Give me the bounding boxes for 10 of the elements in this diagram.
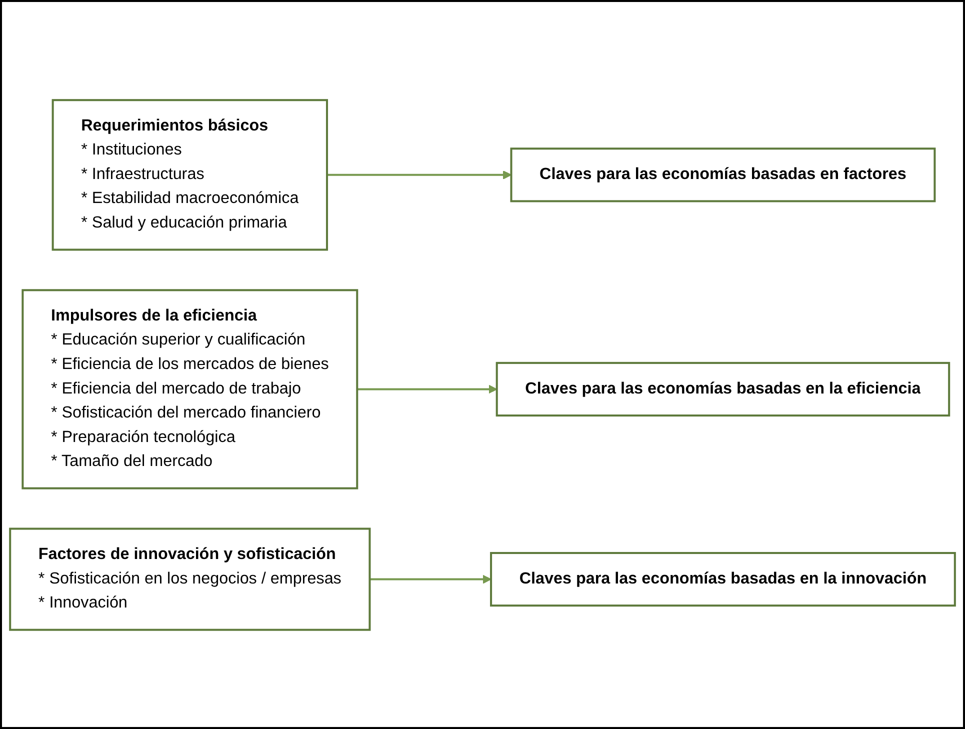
arrow: [327, 170, 512, 179]
node-box: [510, 147, 936, 202]
arrow: [370, 574, 492, 584]
node-box: [490, 552, 956, 606]
node-box: [52, 98, 328, 250]
node-box: [22, 288, 358, 489]
node-box: [496, 361, 950, 416]
flowchart-drawing: Requerimientos básicos * Instituciones * Infraestructuras * Estabilidad macroeconómica * Salud y educación primaria Claves para las economías basadas en factores Impulsores de la eficiencia * Educación superior y cualificación * Eficiencia de los mercados de bienes * Eficiencia del mercado de trabajo * Sofisticación del mercado financiero * Preparación tecnológica * Tamaño del mercado Claves para las economías basadas en la eficiencia Factores de innovación y sofisticación * Sofisticación en los negocios / empresas * Innovación Claves para las economías basadas en la innovación: [2, 92, 963, 638]
node-box: [9, 527, 371, 630]
arrow: [357, 384, 498, 394]
